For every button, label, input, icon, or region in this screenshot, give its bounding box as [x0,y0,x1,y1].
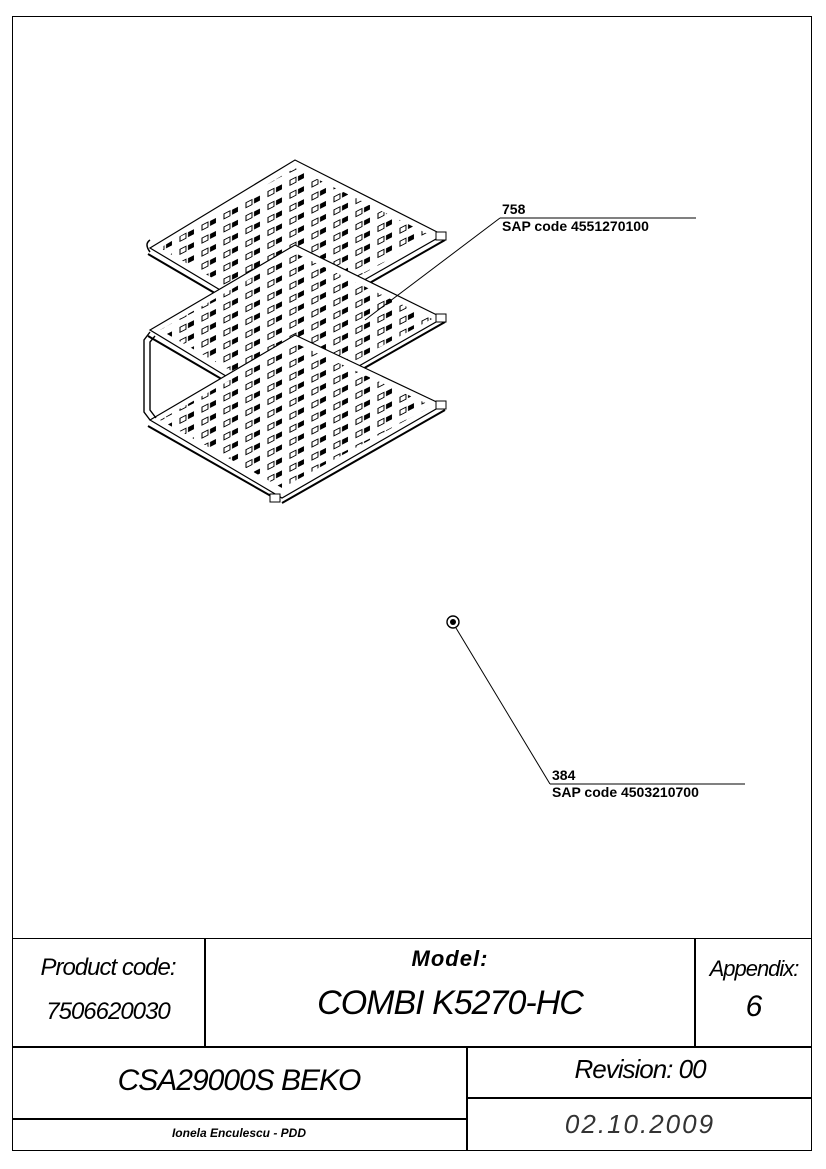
part-384-fitting [446,615,460,629]
appendix-value: 6 [745,990,763,1023]
callout-384: 384 SAP code 4503210700 [552,767,699,801]
model-label: Model: [411,946,489,971]
shelf-bottom [147,334,447,504]
appendix-label: Appendix: [709,956,800,981]
drawing-frame [12,16,812,1151]
product-code-cell: Product code: 7506620030 [12,938,204,1046]
author-cell: Ionela Enculescu - PDD [12,1120,466,1150]
part-number-384: 384 [552,767,576,783]
model-cell: Model: COMBI K5270-HC [206,938,694,1046]
callout-758: 758 SAP code 4551270100 [502,201,649,235]
title-block [12,938,812,1151]
product-code-label: Product code: [40,954,176,981]
author: Ionela Enculescu - PDD [171,1126,307,1140]
date: 02.10.2009 [564,1109,716,1139]
revision-cell: Revision: 00 [468,1048,812,1096]
appendix-cell: Appendix: 6 [696,938,812,1046]
leader-line-384 [455,627,551,785]
sap-code-758: SAP code 4551270100 [502,218,649,234]
connecting-rod [143,331,151,421]
product-code-value: 7506620030 [46,998,170,1025]
part-number-758: 758 [502,201,526,217]
product-name-cell: CSA29000S BEKO [12,1056,466,1116]
sap-code-384: SAP code 4503210700 [552,784,699,800]
leader-line-758 [364,217,501,321]
model-value: COMBI K5270-HC [317,984,584,1022]
product-name: CSA29000S BEKO [117,1064,362,1097]
date-cell: 02.10.2009 [468,1099,812,1149]
revision: Revision: 00 [574,1054,706,1084]
